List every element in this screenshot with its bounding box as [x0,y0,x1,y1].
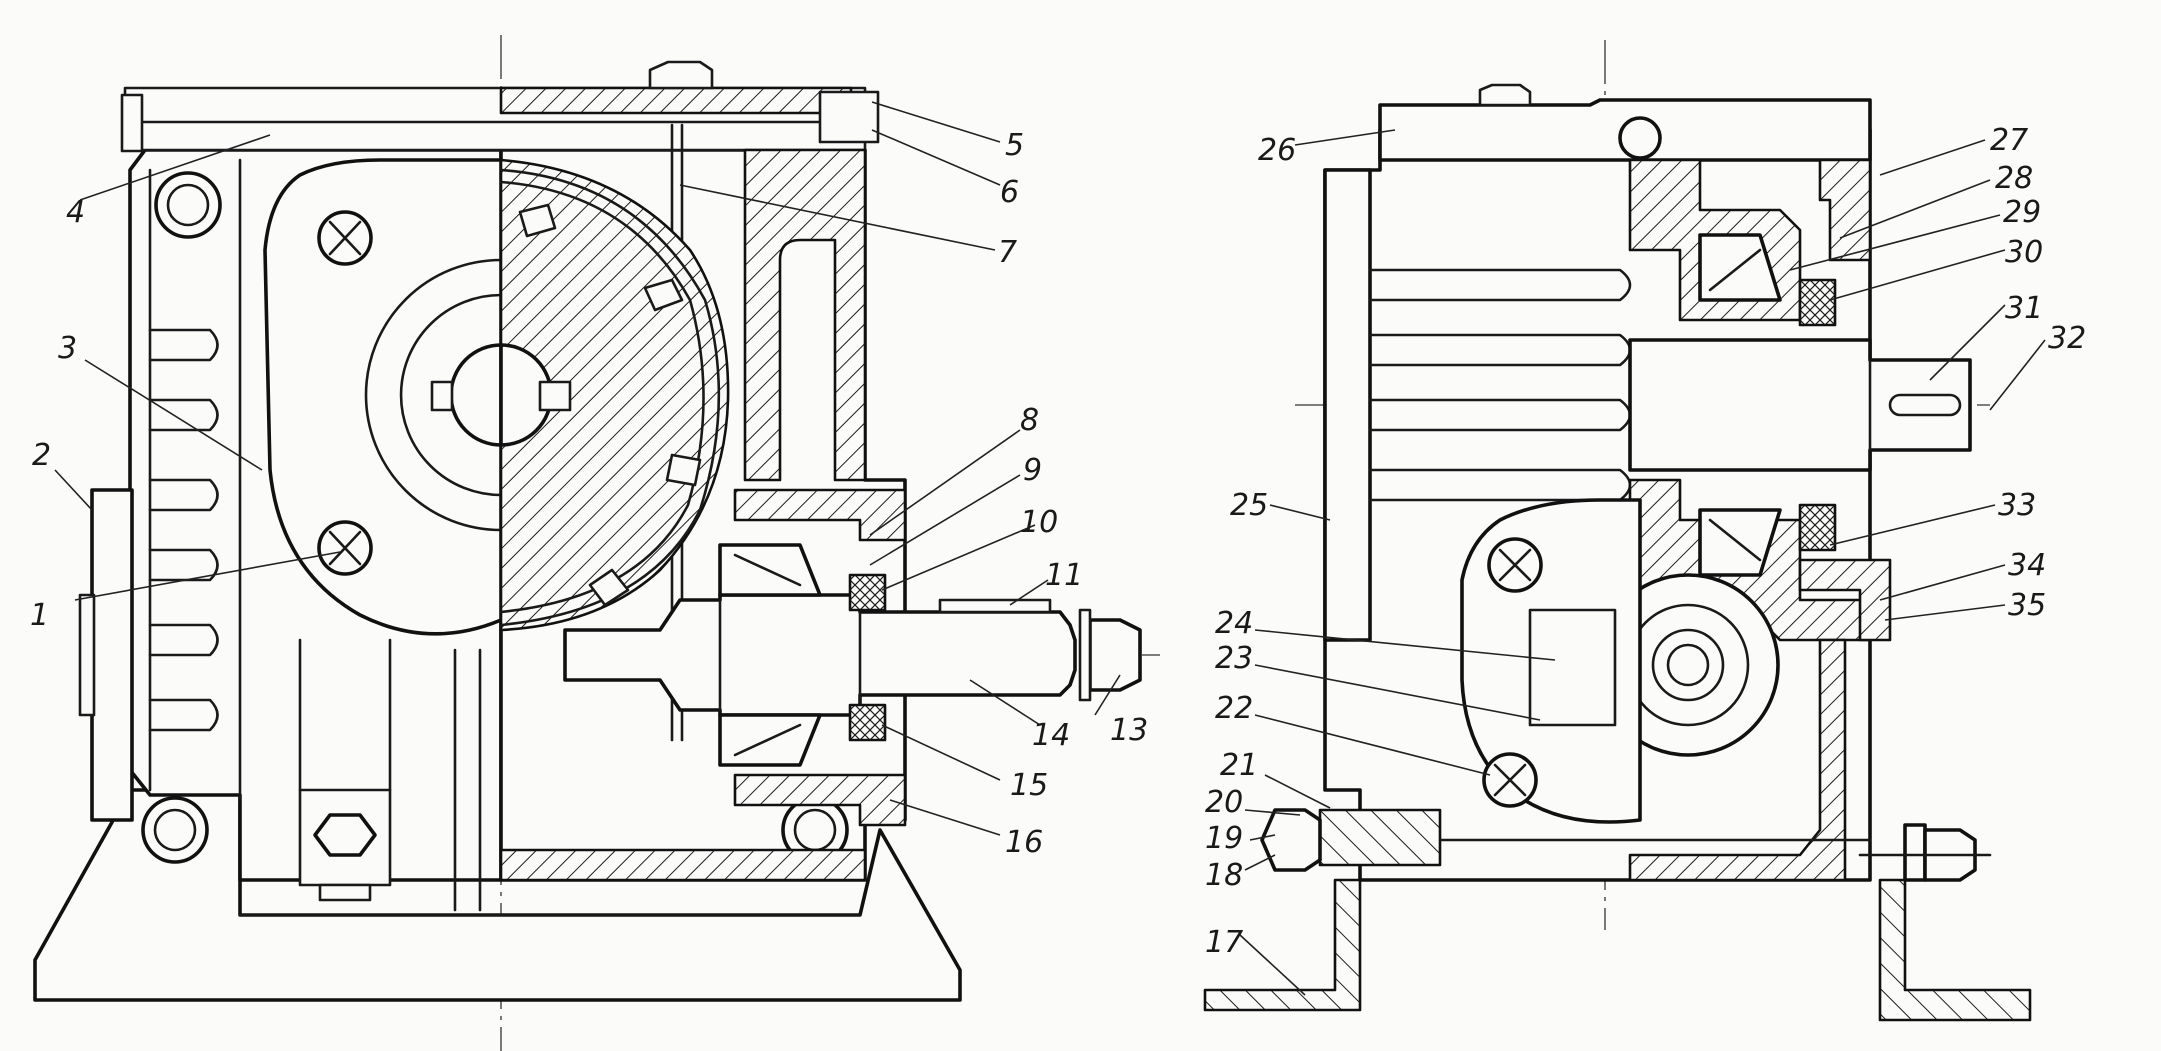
cooling-fins [148,158,242,802]
seal-lower [848,703,887,742]
callout-11: 11 [1045,558,1083,593]
output-shaft [1628,338,1972,472]
foot-bolt-washer [318,883,372,902]
output-seal-upper [1798,278,1837,327]
callout-25: 25 [1230,488,1268,523]
callout-22: 22 [1215,691,1253,726]
callout-34: 34 [2008,548,2046,583]
callout-8: 8 [1020,403,1039,438]
key-right [538,380,572,412]
foot-bolt-nut [313,813,377,857]
callout-3: 3 [58,331,77,366]
housing-wall-section [743,148,867,482]
callout-35: 35 [2008,588,2046,623]
callout-labels: 1 2 3 4 5 6 7 8 9 10 11 13 14 15 16 17 1… [30,123,2086,960]
seal-upper [848,573,887,612]
side-cover-plate [1323,168,1372,642]
keyway-left [430,380,454,412]
callout-14: 14 [1032,718,1070,753]
callout-33: 33 [1998,488,2036,523]
callout-19: 19 [1205,821,1243,856]
shaft-washer [1078,608,1092,702]
input-bearings [718,543,822,767]
callout-32: 32 [2048,321,2086,356]
callout-17: 17 [1205,925,1243,960]
left-end-cap [90,488,134,822]
worm-shaft [563,593,1077,717]
callout-6: 6 [1000,175,1019,210]
nameplate-24 [1528,608,1617,727]
callout-5: 5 [1005,128,1024,163]
callout-16: 16 [1005,825,1043,860]
callout-30: 30 [2005,235,2043,270]
oil-plug-top [1618,116,1662,160]
callout-26: 26 [1258,133,1296,168]
callout-21: 21 [1220,748,1258,783]
callout-27: 27 [1990,123,2028,158]
callout-9: 9 [1023,453,1042,488]
output-shaft-key [1888,393,1962,417]
housing-bottom-section [499,848,867,882]
top-cap-bolt [1478,83,1532,107]
callout-10: 10 [1020,505,1058,540]
top-cover-hatch [499,86,853,115]
callout-29: 29 [2003,195,2041,230]
shaft-nut [1088,618,1142,692]
drain-plug-body [1318,808,1442,867]
top-rod-nut-left [120,93,144,153]
breather-cap [648,60,714,90]
bearing-housing-lower [733,773,907,827]
callout-20: 20 [1205,785,1243,820]
hub-outer [364,258,503,532]
callout-7: 7 [998,235,1017,270]
callout-28: 28 [1995,161,2033,196]
output-seal-lower [1798,503,1837,552]
worm-teeth [1626,603,1750,727]
callout-2: 2 [32,438,51,473]
callout-18: 18 [1205,858,1243,893]
side-section-view [1203,40,2032,1022]
leader-lines [54,101,2046,996]
side-flange [263,158,503,636]
callout-13: 13 [1110,713,1148,748]
top-rod-nut-right [818,90,880,144]
right-foot-bolt [1903,823,1927,882]
worm-wheel-section [499,158,730,632]
callout-4: 4 [66,195,85,230]
callout-31: 31 [2005,291,2043,326]
shaft-key [938,598,1052,614]
hub-inner [399,293,503,497]
callout-15: 15 [1010,768,1048,803]
bottom-wall-section [1628,638,1847,882]
left-end-cap-boss [78,593,96,717]
right-foot [1878,878,2032,1022]
callout-23: 23 [1215,641,1253,676]
callout-1: 1 [30,598,49,633]
drain-plug-nut [1260,808,1322,872]
output-flange-section-lower [1798,558,1892,642]
front-view [33,35,1160,1051]
bearing-housing-section [733,488,907,542]
callout-24: 24 [1215,606,1253,641]
